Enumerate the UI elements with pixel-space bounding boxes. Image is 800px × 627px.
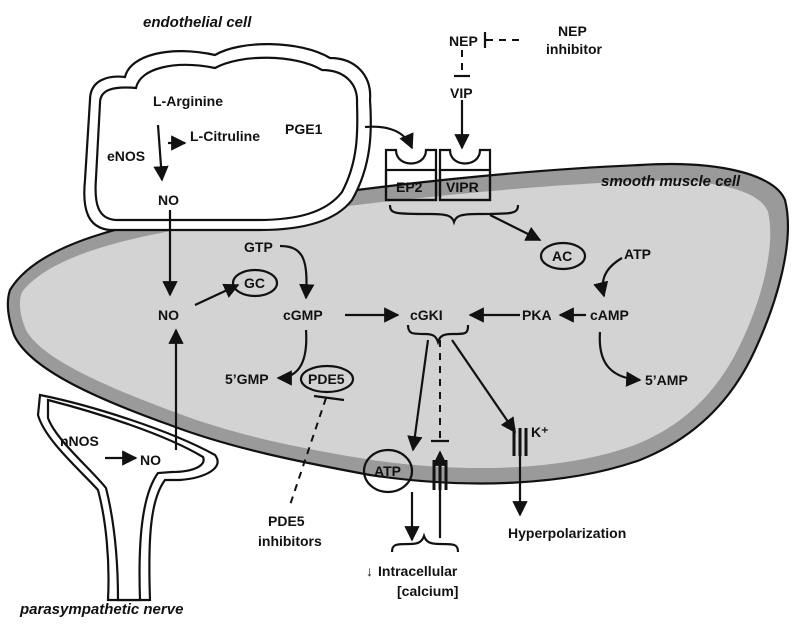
- no-center-label: NO: [158, 307, 179, 323]
- camp-label: cAMP: [590, 307, 629, 323]
- arrow-arginine-no: [153, 124, 169, 182]
- no-endothelial-label: NO: [158, 192, 179, 208]
- 5gmp-label: 5’GMP: [225, 371, 269, 387]
- pge1-label: PGE1: [285, 121, 323, 137]
- enos-label: eNOS: [107, 148, 145, 164]
- arrow-receptors-ac: [489, 214, 542, 241]
- hyperpolarization-label: Hyperpolarization: [508, 525, 626, 541]
- inhibition-lines: [289, 32, 520, 506]
- calcium-decrease-arrow: ↓: [366, 563, 373, 579]
- nnos-label: nNOS: [60, 433, 99, 449]
- pde5-label: PDE5: [308, 371, 345, 387]
- no-nerve-label: NO: [140, 452, 161, 468]
- arrow-cgki-atp-channel: [407, 339, 430, 452]
- atp-channel-circle: [362, 448, 414, 494]
- l-citruline-label: L-Citruline: [190, 128, 260, 144]
- smooth-muscle-cell-label: smooth muscle cell: [601, 173, 741, 190]
- arrow-camp-5amp: [598, 331, 642, 387]
- cgmp-label: cGMP: [283, 307, 323, 323]
- arrow-no-gc: [194, 283, 240, 306]
- cgki-label: cGKI: [410, 307, 443, 323]
- cgki-brace: [406, 324, 470, 346]
- arrow-cgki-k-channel: [451, 339, 516, 434]
- nep-label: NEP: [449, 33, 478, 49]
- endothelial-cell-label: endothelial cell: [143, 14, 252, 31]
- gc-label: GC: [244, 275, 265, 291]
- arrow-atp-camp: [593, 257, 623, 298]
- l-arginine-label: L-Arginine: [153, 93, 223, 109]
- vipr-label: VIPR: [446, 179, 479, 195]
- ac-label: AC: [552, 248, 572, 264]
- atp-channel-label: ATP: [374, 463, 401, 479]
- arrow-pge1-ep2: [364, 125, 414, 150]
- inhibit-pde5-bar: [313, 394, 345, 402]
- nep-inhibitor-label-line1: NEP: [558, 23, 587, 39]
- atp-top-label: ATP: [624, 246, 651, 262]
- parasympathetic-nerve: [36, 393, 219, 602]
- vipr-receptor: [438, 148, 492, 202]
- ep2-receptor: [384, 148, 438, 202]
- gc-oval: [231, 268, 279, 298]
- k-plus-label: K⁺: [531, 424, 549, 440]
- vip-label: VIP: [450, 85, 473, 101]
- ep2-label: EP2: [396, 179, 423, 195]
- pde5-inhibitors-label-line1: PDE5: [268, 513, 305, 529]
- smooth-muscle-cell: [6, 162, 789, 485]
- pde5-oval: [299, 364, 355, 394]
- pka-label: PKA: [522, 307, 552, 323]
- gtp-label: GTP: [244, 239, 273, 255]
- intracellular-label: Intracellular: [378, 563, 458, 579]
- 5amp-label: 5’AMP: [645, 372, 688, 388]
- calcium-brace: [390, 532, 460, 553]
- nep-inhibitor-label-line2: inhibitor: [546, 41, 603, 57]
- potassium-channel: [512, 428, 528, 456]
- receptor-brace: [388, 204, 520, 226]
- pde5-inhibitors-label-line2: inhibitors: [258, 533, 322, 549]
- arrow-cgmp-5gmp: [276, 329, 308, 386]
- arrow-gtp-cgmp: [279, 244, 315, 300]
- parasympathetic-nerve-label: parasympathetic nerve: [19, 601, 183, 618]
- pathway-arrows: [105, 100, 642, 542]
- ac-oval: [539, 241, 587, 271]
- calcium-label: [calcium]: [397, 583, 458, 599]
- calcium-channel: [432, 460, 448, 490]
- inhibit-pde5-dashed: [289, 397, 327, 506]
